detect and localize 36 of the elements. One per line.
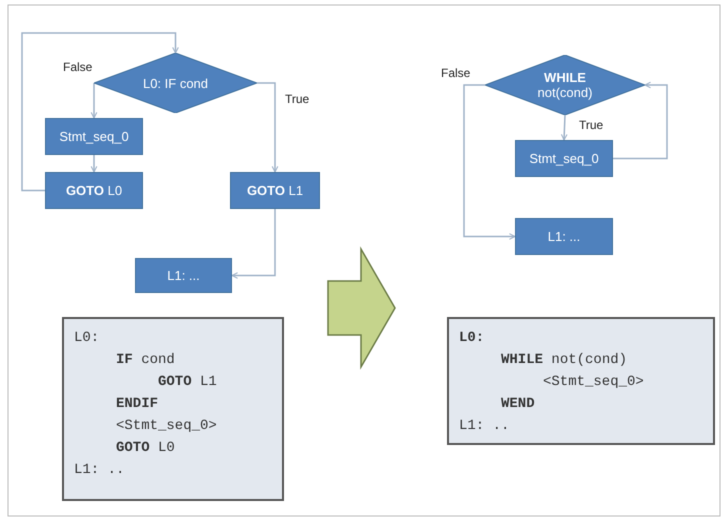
edge-label: False — [62, 60, 94, 74]
decision-diamond — [94, 53, 257, 113]
process-box: GOTO L1 — [230, 172, 320, 209]
code-line: L0: — [459, 329, 484, 348]
process-box: L1: ... — [515, 218, 613, 255]
code-line: ENDIF — [116, 395, 158, 414]
arrow — [257, 82, 278, 173]
arrow — [560, 114, 568, 141]
code-line: WEND — [501, 395, 535, 414]
arrow — [231, 209, 276, 279]
code-line: <Stmt_seq_0> — [543, 373, 644, 392]
arrow — [613, 82, 668, 160]
arrow — [21, 32, 179, 192]
decision-diamond — [485, 55, 645, 115]
arrow — [463, 84, 516, 240]
edge-label: True — [284, 92, 310, 106]
process-box: Stmt_seq_0 — [515, 140, 613, 177]
process-box: L1: ... — [135, 258, 232, 293]
code-panel — [447, 317, 715, 445]
code-line: L0: — [74, 329, 100, 348]
process-box: GOTO L0 — [45, 172, 143, 209]
arrow — [90, 155, 98, 173]
code-line: GOTO L0 — [116, 439, 175, 458]
code-line: WHILE not(cond) — [501, 351, 628, 370]
process-box: Stmt_seq_0 — [45, 118, 143, 155]
edge-label: True — [578, 118, 604, 132]
code-line: L1: .. — [74, 461, 124, 480]
condition-text: L0: IF cond — [142, 76, 210, 90]
code-line: IF cond — [116, 351, 175, 370]
code-line: <Stmt_seq_0> — [116, 417, 217, 436]
condition-text: WHILE not(cond) — [536, 70, 594, 100]
arrow — [90, 83, 98, 119]
code-line: L1: .. — [459, 417, 510, 436]
code-line: GOTO L1 — [158, 373, 217, 392]
edge-label: False — [440, 66, 472, 80]
code-panel — [62, 317, 284, 501]
